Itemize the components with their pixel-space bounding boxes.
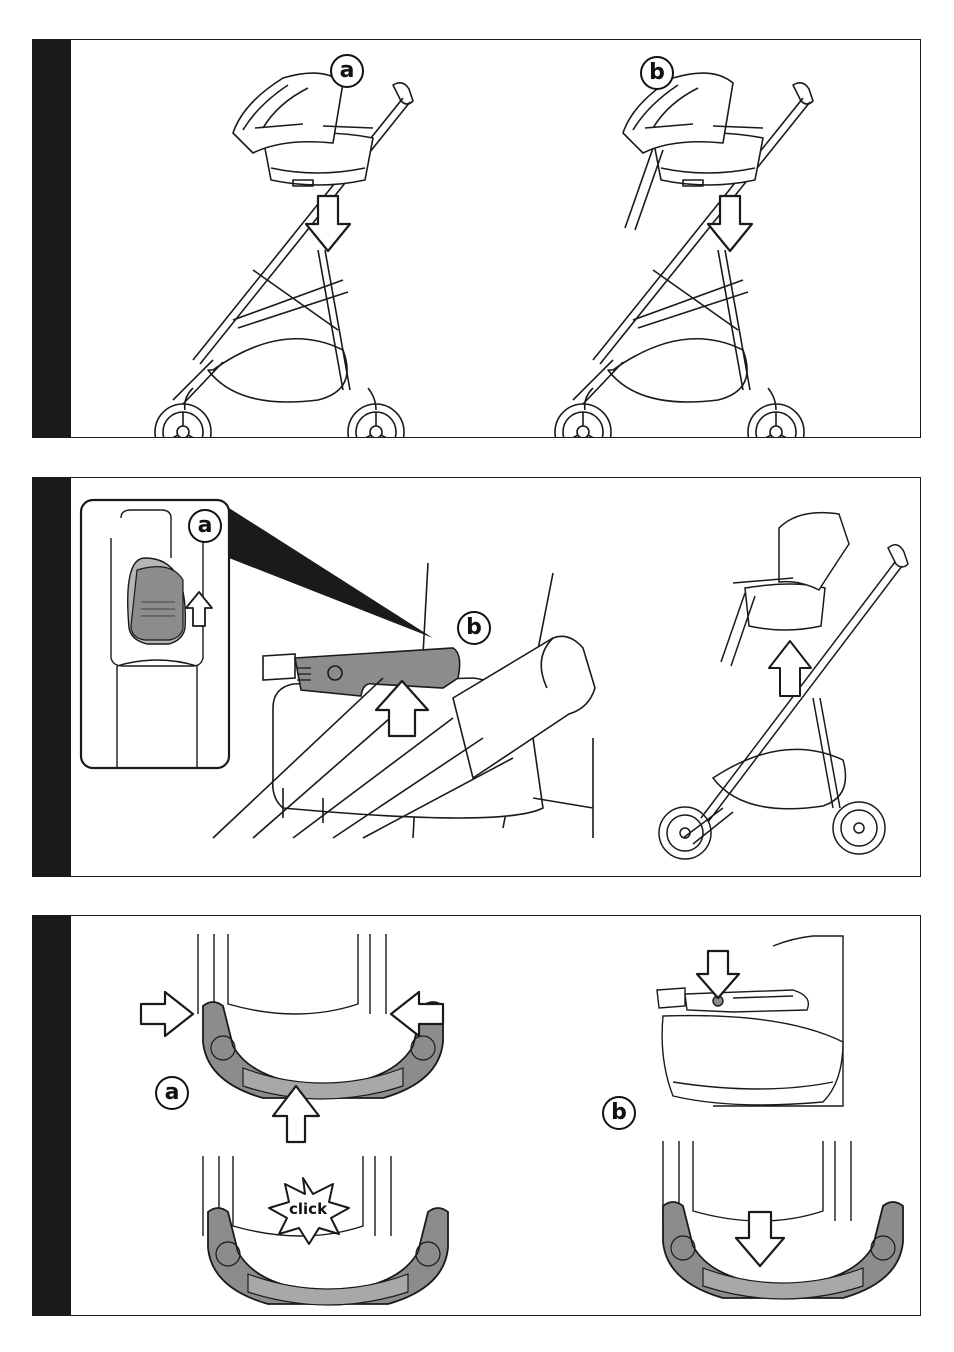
step-label-b: b [640, 56, 674, 90]
step-label-b: b [457, 611, 491, 645]
zoom-wedge [229, 508, 433, 638]
arrow-down-icon [708, 196, 752, 251]
bumper-bar-remove-illustration [663, 1141, 851, 1221]
step-label-b: b [602, 1096, 636, 1130]
carrycot-a-illustration [233, 73, 373, 186]
step-label-a: a [330, 54, 364, 88]
arrow-up-icon [769, 641, 811, 696]
arrow-down-icon [306, 196, 350, 251]
panel-3-illustration [33, 916, 921, 1316]
step-label-a: a [155, 1076, 189, 1110]
carrycot-release-illustration [657, 936, 843, 1106]
arrow-down-icon [697, 951, 739, 998]
bumper-bar-attach-illustration [198, 934, 386, 1014]
carrycot-b-illustration [623, 73, 763, 230]
panel-3: a b click [32, 915, 921, 1316]
arrow-right-icon [141, 992, 193, 1036]
panel-2: a b [32, 477, 921, 877]
bumper-bar-release [663, 1202, 903, 1299]
panel-1-illustration [33, 40, 921, 438]
step-label-a: a [188, 509, 222, 543]
click-label: click [289, 1200, 327, 1218]
panel-1: a b [32, 39, 921, 438]
panel-2-illustration [33, 478, 921, 877]
